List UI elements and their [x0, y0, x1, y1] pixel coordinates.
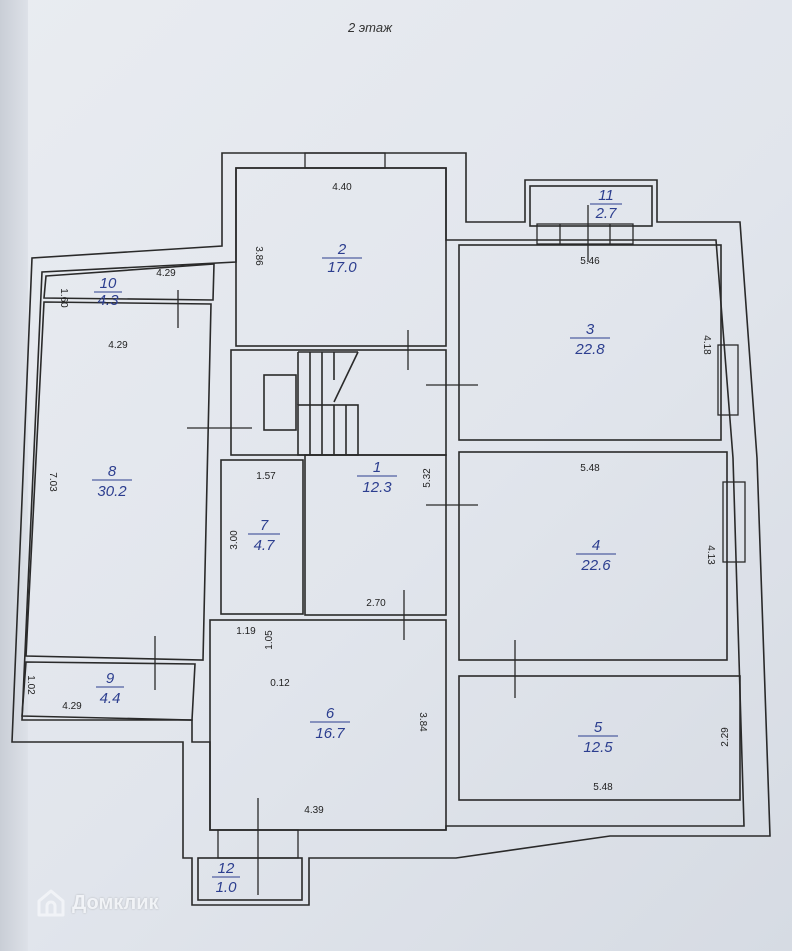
room-12-number: 12 [218, 860, 235, 877]
room-12-area: 1.0 [216, 879, 238, 896]
dim-r6-c: 0.12 [270, 678, 290, 689]
dim-r9-bottom: 4.29 [62, 701, 82, 712]
dim-r3-right: 4.18 [701, 335, 712, 355]
room-1-number: 1 [373, 459, 381, 476]
dim-r7-left: 3.00 [229, 530, 240, 550]
room-7-area: 4.7 [254, 537, 276, 554]
dim-r2-left: 3.86 [253, 246, 264, 266]
room-2-number: 2 [337, 241, 347, 258]
dim-r8-top: 4.29 [108, 340, 128, 351]
watermark: Домклик [36, 888, 159, 918]
dim-r10-right: 4.29 [156, 268, 176, 279]
dim-r4-right: 4.13 [705, 545, 716, 565]
dim-r6-b: 1.05 [264, 630, 275, 650]
dim-r1-right: 5.32 [422, 468, 433, 488]
room-9-area: 4.4 [100, 690, 121, 707]
walls [11, 152, 771, 906]
dim-r5-bottom: 5.48 [593, 782, 613, 793]
room-8-area: 30.2 [97, 483, 127, 500]
room-labels: 2 17.0 3 22.8 1 12.3 4 22.6 5 12.5 6 16.… [97, 187, 617, 896]
room-1-area: 12.3 [362, 479, 392, 496]
dim-r6-right: 3.84 [417, 712, 428, 732]
room-2-area: 17.0 [327, 259, 357, 276]
room-5-area: 12.5 [583, 739, 613, 756]
dim-r7-top: 1.57 [256, 471, 276, 482]
room-3-area: 22.8 [574, 341, 605, 358]
dim-r4-top: 5.48 [580, 463, 600, 474]
room-4-number: 4 [592, 537, 600, 554]
dim-r5-right: 2.29 [720, 727, 731, 747]
watermark-text: Домклик [72, 891, 159, 914]
room-3-number: 3 [586, 321, 595, 338]
dim-r9-left: 1.02 [25, 675, 36, 695]
room-5-number: 5 [594, 719, 603, 736]
room-10-area: 4.3 [98, 292, 120, 309]
house-logo-icon [37, 889, 65, 917]
room-11-number: 11 [598, 187, 614, 204]
dim-r2-top: 4.40 [332, 182, 352, 193]
room-11-area: 2.7 [595, 205, 618, 222]
label-dividers [92, 203, 622, 878]
floor-title: 2 этаж [347, 20, 393, 35]
dimension-labels: 4.40 3.86 4.29 1.60 4.29 7.03 5.46 4.18 … [25, 182, 731, 816]
room-6-number: 6 [326, 705, 335, 722]
dim-r10-left: 1.60 [58, 288, 69, 308]
room-8-number: 8 [108, 463, 117, 480]
openings [154, 152, 746, 895]
dim-r6-a: 1.19 [236, 626, 256, 637]
dim-r3-top: 5.46 [580, 256, 600, 267]
room-4-area: 22.6 [580, 557, 611, 574]
room-6-area: 16.7 [315, 725, 345, 742]
room-7-number: 7 [260, 517, 269, 534]
room-10-number: 10 [100, 275, 117, 292]
dim-r8-left: 7.03 [47, 472, 58, 492]
dim-r1-bottom: 2.70 [366, 598, 386, 609]
room-9-number: 9 [106, 670, 115, 687]
dim-r6-bottom: 4.39 [304, 805, 324, 816]
